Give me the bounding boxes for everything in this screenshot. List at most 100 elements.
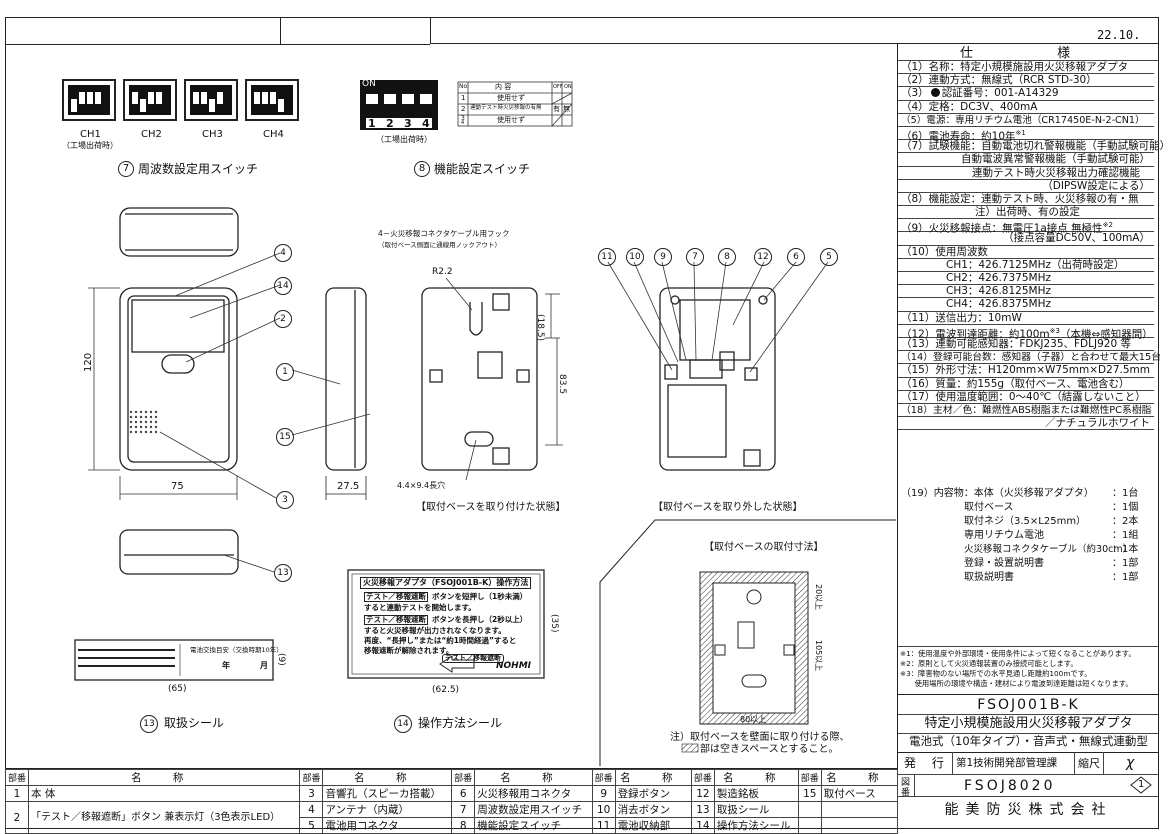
contents-qty-1: ：1台: [1112, 488, 1139, 499]
spec-row-8b: 注）出荷時、有の設定: [898, 206, 1154, 220]
op-label-line2c: すると火災移報が出力されなくなります。: [364, 626, 506, 635]
part-no-8: 8: [451, 817, 476, 834]
balloon-13: 13: [274, 564, 292, 582]
dim-75: 75: [171, 481, 184, 492]
dim-35: (35): [549, 614, 559, 633]
dept-name: 第1技術開発部管理課: [956, 757, 1058, 769]
spec-footnote-3: ※3: [1049, 326, 1060, 335]
op-label-line1b: ボタンを短押し（1秒未満）: [432, 592, 528, 601]
balloon-2: 2: [274, 310, 292, 328]
part-no-2: 2: [4, 801, 30, 834]
dim-18-5: (18.5): [535, 314, 545, 342]
spec-row-7d: （DIPSW設定による）: [898, 180, 1154, 193]
func-table-r3-no: 3: [461, 115, 465, 122]
contents-qty-4: ：1組: [1112, 530, 1139, 541]
part-name-3: 音響孔（スピーカ搭載）: [322, 785, 453, 802]
caption-base-dimension: 【取付ベースの取付寸法】: [704, 542, 824, 553]
balloon-11: 11: [598, 248, 616, 266]
op-label-line3: 再度、“長押し”または“約1時間経過”すると: [364, 636, 517, 645]
spec-footnote-1: ※1: [1015, 128, 1026, 137]
body-side-view: [325, 287, 367, 500]
balloon-6: 6: [787, 248, 805, 266]
dim-r22: R2.2: [432, 267, 453, 277]
parts-head-name-5: 名 称: [713, 769, 799, 786]
spec-border: [897, 44, 898, 829]
operation-label-drawing: [347, 569, 545, 679]
parts-head-name-6: 名 称: [820, 769, 899, 786]
part-no-5: 5: [299, 817, 324, 834]
spec-row-17: （17）使用温度範囲：0～40℃（結露しないこと）: [898, 391, 1154, 404]
dim-lines-front: [88, 287, 238, 500]
freq-caption: 周波数設定用スイッチ: [138, 162, 259, 176]
op-label-button: テスト／移報遮断: [442, 654, 504, 663]
factory-note-func: （工場出荷時）: [376, 135, 432, 144]
func-dip-number-2: 2: [386, 117, 394, 130]
balloon-9: 9: [654, 248, 672, 266]
spec-row-14: （14）登録可能台数：感知器（子器）と合わせて最大15台: [898, 351, 1161, 365]
dim-62-5: (62.5): [432, 685, 460, 695]
part-no-13: 13: [690, 801, 715, 818]
spec-row-8: （8）機能設定：連動テスト時、火災移報の有・無: [898, 193, 1154, 207]
parts-head-no-6: 部番: [797, 769, 822, 786]
label14-no: 14: [394, 715, 412, 733]
spec-row-18b: ／ナチュラルホワイト: [898, 417, 1154, 431]
freq-caption-no: 7: [118, 161, 134, 177]
dim-120: 120: [83, 352, 94, 372]
contents-item-6: 登録・設置説明書: [964, 558, 1044, 569]
header-strip: [5, 17, 430, 45]
label13-caption: 取扱シール: [164, 716, 225, 730]
part-name-5: 電池用コネクタ: [322, 817, 453, 834]
func-table-r4-no: 4: [461, 120, 465, 126]
dim-65: (65): [168, 684, 187, 694]
note-hatch-swatch: [681, 743, 699, 753]
spec-row-15: （15）外形寸法：H120mm×W75mm×D27.5mm: [898, 364, 1154, 378]
spec-row-18: （18）主材／色：難燃性ABS樹脂または難燃性PC系樹脂: [898, 404, 1154, 418]
op-label-line4: 移報遮断が解除されます。: [364, 646, 454, 655]
dim-9: (9): [276, 653, 286, 666]
part-no-14: 14: [690, 817, 715, 834]
part-no-12: 12: [690, 785, 715, 802]
func-table-head-off: OFF: [553, 84, 563, 90]
func-caption: 機能設定スイッチ: [434, 162, 531, 176]
part-name-6: 火災移報用コネクタ: [474, 785, 593, 802]
spec-row-7: （7）試験機能：自動電池切れ警報機能（手動試験可能）: [898, 140, 1170, 154]
ch2-label: CH2: [141, 129, 162, 140]
tb-v4: [914, 774, 915, 796]
parts-head-no-3: 部番: [451, 769, 476, 786]
part-name-15: 取付ベース: [820, 785, 899, 802]
dim-105: 105以上: [814, 640, 823, 672]
label14-caption: 操作方法シール: [418, 716, 503, 730]
op-label-line1a: テスト／移報遮断: [364, 592, 428, 602]
spec-row-9-text: （9）火災移報接点：無電圧1a接点 無極性: [901, 222, 1103, 235]
parts-head-name-3: 名 称: [474, 769, 593, 786]
func-table-head-on: ON: [564, 84, 572, 90]
balloon-10: 10: [626, 248, 644, 266]
dip-switch-ch1: [62, 79, 116, 121]
mount-dimension-view: [699, 571, 809, 725]
part-no-3: 3: [299, 785, 324, 802]
scale-label: 縮尺: [1078, 757, 1100, 770]
contents-qty-3: ：2本: [1112, 516, 1139, 527]
tb-line-5: [898, 796, 1159, 797]
contents-item-3: 取付ネジ（3.5×L25mm）: [964, 516, 1087, 527]
parts-head-no-5: 部番: [690, 769, 715, 786]
back-view-base-attached: [421, 287, 538, 471]
part-name-11: 電池収納部: [614, 817, 692, 834]
spec-row-9: （9）火災移報接点：無電圧1a接点 無極性※2: [898, 219, 1154, 235]
balloon-3: 3: [276, 491, 294, 509]
tb-v3: [1103, 752, 1104, 774]
mount-view-border: [599, 519, 896, 766]
op-label-line2b: ボタンを長押し（2秒以上）: [432, 615, 528, 624]
dip-switch-ch2: [123, 79, 177, 121]
header-line-right: [430, 43, 1159, 44]
func-caption-no: 8: [414, 161, 430, 177]
dip-switch-ch4: [245, 79, 299, 121]
spec-row-12: （12）電波到達距離：約100m※3（本機⇔感知器間）: [898, 325, 1154, 340]
dim-80: 80以上: [740, 715, 767, 724]
mount-note-2: 部は空きスペースとすること。: [700, 744, 839, 755]
mount-note-1: 注）取付ベースを壁面に取り付ける際、: [670, 732, 850, 743]
spec-row-3-no: （3）: [901, 87, 929, 100]
parts-head-no-2: 部番: [299, 769, 324, 786]
spec-row-5: （5）電源：専用リチウム電池（CR17450E-N-2-CN1）: [898, 114, 1154, 127]
